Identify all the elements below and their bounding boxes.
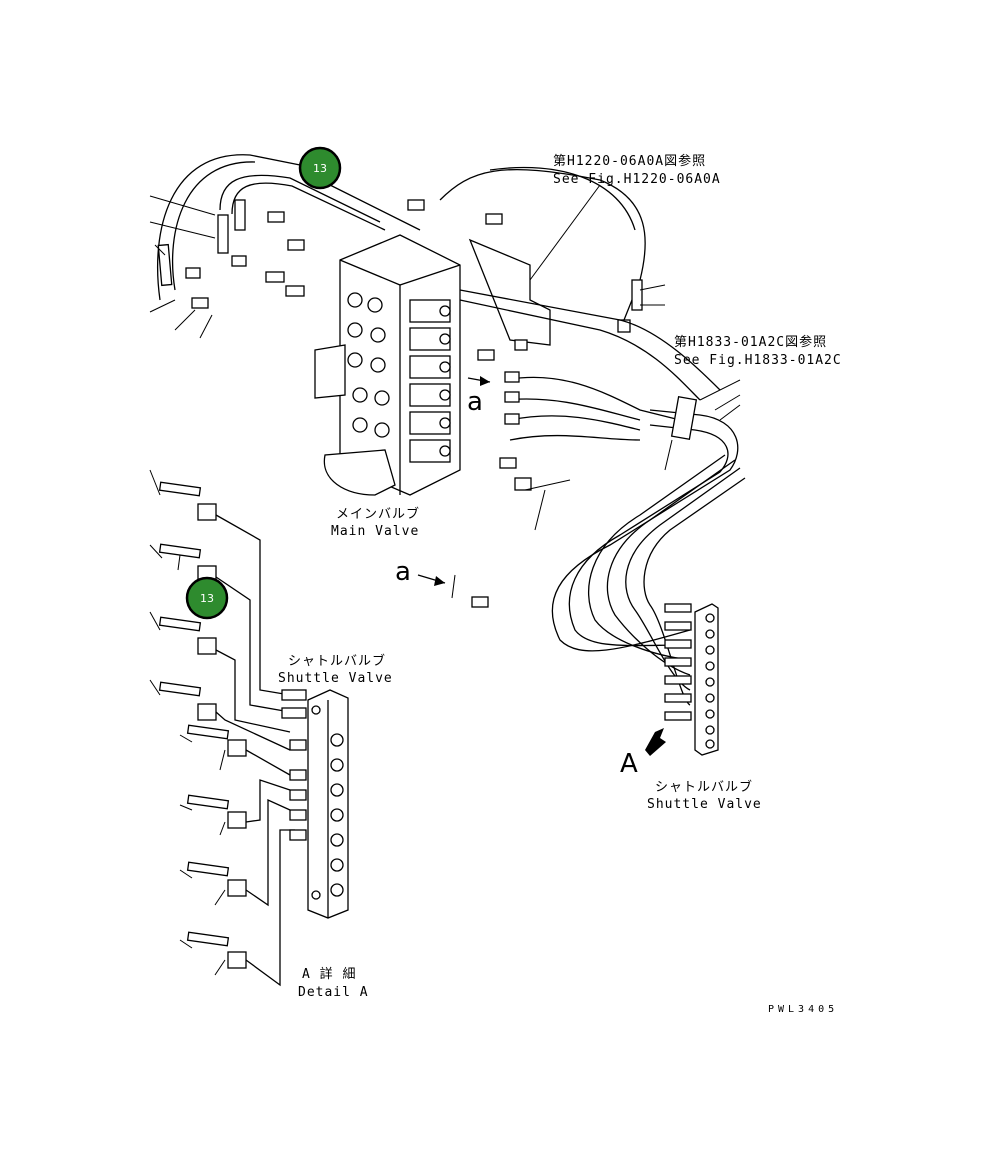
shuttle-left-jp-label: シャトルバルブ [288,653,386,669]
shuttle-right-jp-label: シャトルバルブ [655,779,753,795]
main-valve-jp-label: メインバルブ [336,506,420,522]
left-shuttle-valve [281,689,349,919]
bracket [468,184,601,351]
view-a-small-label-2: a [395,557,411,587]
upper-hoses [157,154,646,331]
view-arrow-a-big [645,728,666,756]
view-a-big-label: A [620,749,638,779]
callout-13-top[interactable]: 13 [298,146,342,190]
ref2-en-label: See Fig.H1833-01A2C [674,353,842,368]
main-valve-body [314,234,461,496]
shuttle-right-en-label: Shuttle Valve [647,797,762,812]
right-shuttle-valve [664,603,719,756]
callout-number: 13 [313,162,327,175]
view-a-small-label-1: a [467,387,483,417]
main-valve-en-label: Main Valve [331,524,419,539]
view-arrow-a-small [417,376,491,608]
callout-number: 13 [200,592,214,605]
shuttle-left-en-label: Shuttle Valve [278,671,393,686]
callout-13-left[interactable]: 13 [185,576,229,620]
upper-left-fittings [149,195,666,339]
detail-a-hoses [149,469,295,987]
detail-jp-label: A 詳 細 [302,966,356,982]
ref1-en-label: See Fig.H1220-06A0A [553,172,721,187]
detail-en-label: Detail A [298,985,369,1000]
ref1-jp-label: 第H1220-06A0A図参照 [553,153,706,169]
valve-to-harness-hoses [459,289,721,531]
drawing-code: PWL3405 [768,1004,838,1015]
ref2-jp-label: 第H1833-01A2C図参照 [674,334,827,350]
